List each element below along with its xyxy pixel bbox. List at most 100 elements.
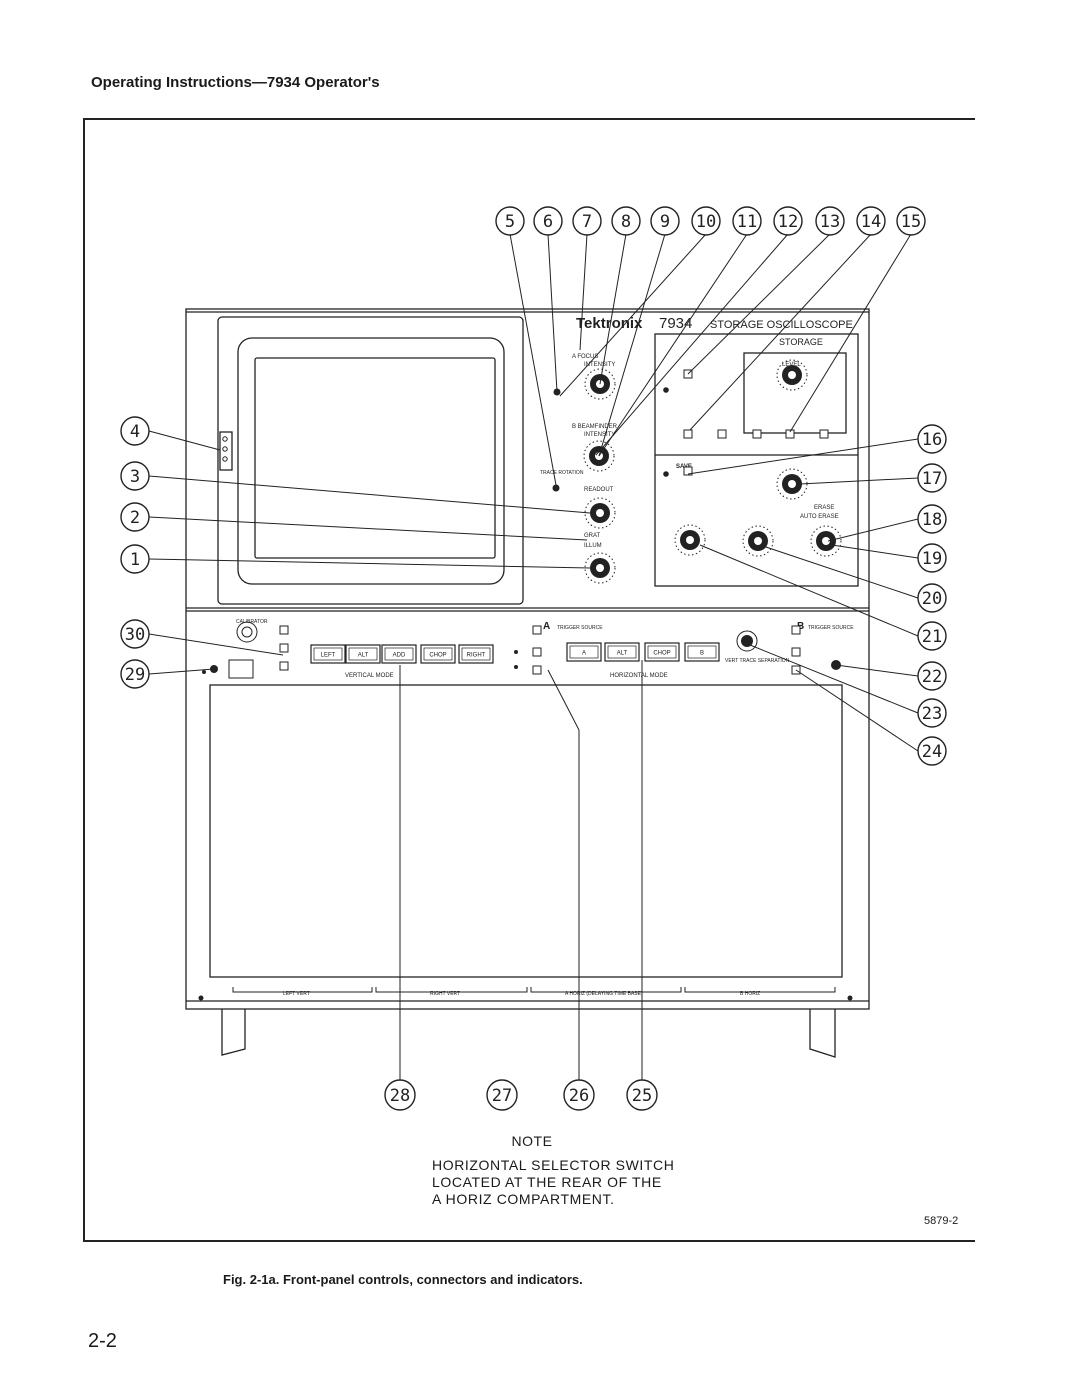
horizontal-mode-label: HORIZONTAL MODE bbox=[610, 673, 668, 679]
page-number: 2-2 bbox=[88, 1330, 117, 1352]
callout-10-label: 10 bbox=[696, 212, 716, 232]
callout-28-label: 28 bbox=[390, 1086, 410, 1106]
control-knob[interactable] bbox=[584, 497, 616, 529]
callout-29: 29 bbox=[120, 659, 150, 689]
callout-21: 21 bbox=[917, 621, 947, 651]
figure-frame bbox=[83, 118, 975, 1242]
selector-switch[interactable] bbox=[532, 647, 542, 657]
callout-7-label: 7 bbox=[582, 212, 592, 232]
vertical-mode-button-right[interactable]: RIGHT bbox=[458, 644, 494, 664]
selector-switch[interactable] bbox=[532, 625, 542, 635]
callout-9: 9 bbox=[650, 206, 680, 236]
selector-switch[interactable] bbox=[279, 625, 289, 635]
callout-2: 2 bbox=[120, 502, 150, 532]
vert-trace-sep-knob[interactable] bbox=[736, 630, 758, 652]
note-line-3: A HORIZ COMPARTMENT. bbox=[432, 1191, 615, 1207]
callout-5: 5 bbox=[495, 206, 525, 236]
selector-switch[interactable] bbox=[279, 643, 289, 653]
readout-label: READOUT bbox=[584, 487, 614, 493]
callout-13-label: 13 bbox=[820, 212, 840, 232]
compartment-a-horiz: A HORIZ (DELAYING TIME BASE) bbox=[565, 991, 643, 997]
intensity-label: INTENSITY bbox=[584, 362, 615, 368]
callout-11: 11 bbox=[732, 206, 762, 236]
callout-12-label: 12 bbox=[778, 212, 798, 232]
power-switch[interactable] bbox=[228, 659, 254, 679]
figure-caption: Fig. 2-1a. Front-panel controls, connect… bbox=[223, 1272, 583, 1287]
callout-10: 10 bbox=[691, 206, 721, 236]
note-line-2: LOCATED AT THE REAR OF THE bbox=[432, 1174, 662, 1190]
callout-27: 27 bbox=[486, 1079, 518, 1111]
control-knob[interactable] bbox=[776, 359, 808, 391]
vertical-mode-button-right-label: RIGHT bbox=[467, 653, 486, 659]
horizontal-mode-button-alt[interactable]: ALT bbox=[604, 642, 640, 662]
callout-1-label: 1 bbox=[130, 550, 140, 570]
brand-label: Tektronix bbox=[576, 315, 643, 332]
horizontal-mode-button-b-label: B bbox=[700, 651, 704, 657]
storage-mode-button[interactable] bbox=[683, 429, 693, 439]
vertical-mode-button-add-label: ADD bbox=[393, 653, 406, 659]
vertical-mode-button-alt[interactable]: ALT bbox=[345, 644, 381, 664]
illum-label: ILLUM bbox=[584, 543, 602, 549]
vertical-mode-label: VERTICAL MODE bbox=[345, 673, 394, 679]
callout-3-label: 3 bbox=[130, 467, 140, 487]
callout-28: 28 bbox=[384, 1079, 416, 1111]
selector-switch[interactable] bbox=[791, 647, 801, 657]
callout-24-label: 24 bbox=[922, 742, 942, 762]
callout-19: 19 bbox=[917, 543, 947, 573]
storage-mode-button[interactable] bbox=[785, 429, 795, 439]
storage-mode-button[interactable] bbox=[717, 429, 727, 439]
callout-7: 7 bbox=[572, 206, 602, 236]
callout-9-label: 9 bbox=[660, 212, 670, 232]
callout-15-label: 15 bbox=[901, 212, 921, 232]
horizontal-mode-button-a[interactable]: A bbox=[566, 642, 602, 662]
callout-16: 16 bbox=[917, 424, 947, 454]
callout-27-label: 27 bbox=[492, 1086, 512, 1106]
horizontal-mode-button-alt-label: ALT bbox=[617, 651, 628, 657]
compartment-b-horiz: B HORIZ bbox=[740, 991, 760, 997]
trace-rotation-label: TRACE ROTATION bbox=[540, 470, 584, 476]
callout-1: 1 bbox=[120, 544, 150, 574]
callout-3: 3 bbox=[120, 461, 150, 491]
a-trigger-source-label: TRIGGER SOURCE bbox=[557, 625, 603, 631]
callout-13: 13 bbox=[815, 206, 845, 236]
callout-22-label: 22 bbox=[922, 667, 942, 687]
storage-mode-button[interactable] bbox=[819, 429, 829, 439]
callout-17-label: 17 bbox=[922, 469, 942, 489]
selector-switch[interactable] bbox=[532, 665, 542, 675]
figure-id: 5879-2 bbox=[924, 1215, 959, 1227]
selector-switch[interactable] bbox=[683, 466, 693, 476]
control-knob[interactable] bbox=[810, 525, 842, 557]
b-trigger-source-label: TRIGGER SOURCE bbox=[808, 625, 854, 631]
callout-11-label: 11 bbox=[737, 212, 757, 232]
graticule-label: GRAT bbox=[584, 533, 601, 539]
callout-6-label: 6 bbox=[543, 212, 553, 232]
vertical-mode-button-chop[interactable]: CHOP bbox=[420, 644, 456, 664]
horizontal-mode-button-chop[interactable]: CHOP bbox=[644, 642, 680, 662]
leader-lines bbox=[148, 233, 919, 1080]
selector-switch[interactable] bbox=[791, 625, 801, 635]
storage-mode-button[interactable] bbox=[752, 429, 762, 439]
callout-30: 30 bbox=[120, 619, 150, 649]
callout-4: 4 bbox=[120, 416, 150, 446]
crt-bezel bbox=[217, 316, 524, 605]
selector-switch[interactable] bbox=[279, 661, 289, 671]
control-knob[interactable] bbox=[674, 524, 706, 556]
vertical-mode-button-left[interactable]: LEFT bbox=[310, 644, 346, 664]
callout-16-label: 16 bbox=[922, 430, 942, 450]
horizontal-mode-button-b[interactable]: B bbox=[684, 642, 720, 662]
control-knob[interactable] bbox=[742, 525, 774, 557]
b-intensity-label: INTENSITY bbox=[584, 432, 615, 438]
horizontal-mode-button-a-label: A bbox=[582, 651, 586, 657]
callout-17: 17 bbox=[917, 463, 947, 493]
callout-12: 12 bbox=[773, 206, 803, 236]
calibrator-connector[interactable] bbox=[236, 621, 258, 643]
callout-2-label: 2 bbox=[130, 508, 140, 528]
callout-20: 20 bbox=[917, 583, 947, 613]
vertical-mode-button-add[interactable]: ADD bbox=[381, 644, 417, 664]
compartment-right-vert: RIGHT VERT bbox=[430, 991, 460, 997]
control-knob[interactable] bbox=[584, 552, 616, 584]
callout-5-label: 5 bbox=[505, 212, 515, 232]
